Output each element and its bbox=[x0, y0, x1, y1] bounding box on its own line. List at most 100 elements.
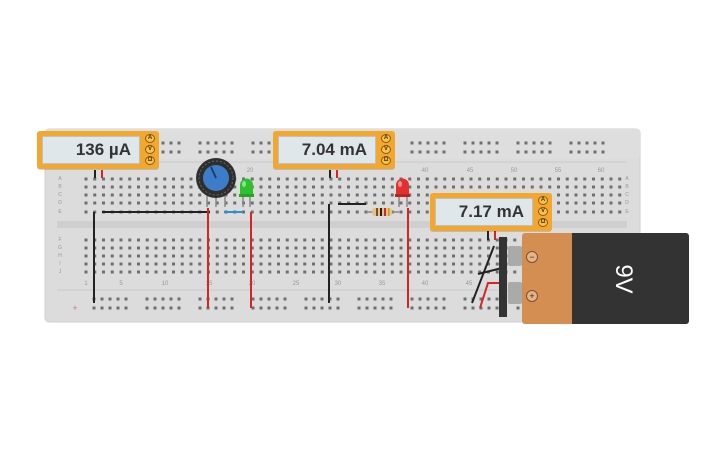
breadboard-hole[interactable] bbox=[110, 201, 114, 205]
breadboard-hole[interactable] bbox=[119, 238, 123, 242]
breadboard-hole[interactable] bbox=[84, 246, 88, 250]
breadboard-hole[interactable] bbox=[495, 150, 499, 154]
breadboard-hole[interactable] bbox=[303, 177, 307, 181]
breadboard-hole[interactable] bbox=[250, 201, 254, 205]
mode-ammeter-knob[interactable]: A bbox=[145, 134, 155, 143]
breadboard-hole[interactable] bbox=[233, 270, 237, 274]
breadboard-hole[interactable] bbox=[84, 238, 88, 242]
breadboard-hole[interactable] bbox=[373, 193, 377, 197]
breadboard-hole[interactable] bbox=[163, 193, 167, 197]
breadboard-hole[interactable] bbox=[259, 246, 263, 250]
breadboard-hole[interactable] bbox=[128, 270, 132, 274]
breadboard-hole[interactable] bbox=[180, 270, 184, 274]
breadboard-hole[interactable] bbox=[381, 306, 385, 310]
breadboard-hole[interactable] bbox=[277, 177, 280, 181]
breadboard-hole[interactable] bbox=[320, 201, 324, 205]
breadboard-hole[interactable] bbox=[320, 246, 324, 250]
mode-ohmmeter-knob[interactable]: Ω bbox=[145, 156, 155, 165]
breadboard-hole[interactable] bbox=[365, 297, 369, 301]
breadboard-hole[interactable] bbox=[382, 193, 385, 197]
breadboard-hole[interactable] bbox=[574, 185, 578, 189]
breadboard-hole[interactable] bbox=[425, 270, 429, 274]
breadboard-hole[interactable] bbox=[408, 254, 412, 258]
breadboard-hole[interactable] bbox=[161, 297, 165, 301]
breadboard-hole[interactable] bbox=[84, 177, 88, 181]
breadboard-hole[interactable] bbox=[198, 238, 202, 242]
breadboard-hole[interactable] bbox=[373, 238, 377, 242]
breadboard-hole[interactable] bbox=[347, 193, 350, 197]
breadboard-hole[interactable] bbox=[320, 254, 324, 258]
breadboard-hole[interactable] bbox=[487, 150, 491, 154]
breadboard-hole[interactable] bbox=[154, 193, 158, 197]
breadboard-hole[interactable] bbox=[565, 193, 569, 197]
multimeter-icon[interactable]: 7.17 mA A V Ω bbox=[430, 193, 552, 231]
breadboard-hole[interactable] bbox=[251, 141, 255, 145]
breadboard-hole[interactable] bbox=[189, 238, 193, 242]
breadboard-hole[interactable] bbox=[471, 306, 475, 310]
breadboard-hole[interactable] bbox=[102, 185, 105, 189]
breadboard-hole[interactable] bbox=[312, 262, 315, 266]
breadboard-hole[interactable] bbox=[222, 141, 226, 145]
breadboard-hole[interactable] bbox=[495, 270, 499, 274]
breadboard-hole[interactable] bbox=[364, 262, 368, 266]
wires[interactable] bbox=[93, 170, 506, 309]
breadboard-hole[interactable] bbox=[338, 262, 342, 266]
breadboard-hole[interactable] bbox=[592, 185, 595, 189]
breadboard-hole[interactable] bbox=[312, 254, 315, 258]
breadboard-hole[interactable] bbox=[145, 246, 149, 250]
breadboard-hole[interactable] bbox=[277, 210, 280, 214]
breadboard-hole[interactable] bbox=[268, 185, 272, 189]
breadboard-hole[interactable] bbox=[364, 185, 368, 189]
breadboard-hole[interactable] bbox=[92, 306, 96, 310]
breadboard-hole[interactable] bbox=[222, 297, 226, 301]
breadboard-hole[interactable] bbox=[275, 297, 279, 301]
breadboard-hole[interactable] bbox=[487, 306, 491, 310]
breadboard-hole[interactable] bbox=[224, 262, 228, 266]
breadboard-hole[interactable] bbox=[172, 177, 175, 181]
breadboard-hole[interactable] bbox=[172, 246, 175, 250]
breadboard-hole[interactable] bbox=[522, 177, 525, 181]
breadboard-hole[interactable] bbox=[214, 297, 218, 301]
breadboard-hole[interactable] bbox=[110, 262, 114, 266]
breadboard-hole[interactable] bbox=[329, 238, 333, 242]
breadboard-hole[interactable] bbox=[365, 306, 369, 310]
breadboard-hole[interactable] bbox=[574, 210, 578, 214]
breadboard-hole[interactable] bbox=[557, 210, 560, 214]
breadboard-hole[interactable] bbox=[592, 193, 595, 197]
breadboard-hole[interactable] bbox=[84, 254, 88, 258]
breadboard-hole[interactable] bbox=[251, 150, 255, 154]
breadboard-hole[interactable] bbox=[312, 297, 316, 301]
breadboard-hole[interactable] bbox=[478, 254, 482, 258]
breadboard-hole[interactable] bbox=[224, 270, 228, 274]
breadboard-hole[interactable] bbox=[390, 201, 394, 205]
breadboard-hole[interactable] bbox=[583, 210, 587, 214]
breadboard-hole[interactable] bbox=[207, 201, 210, 205]
breadboard-hole[interactable] bbox=[102, 254, 105, 258]
breadboard-hole[interactable] bbox=[312, 185, 315, 189]
breadboard-hole[interactable] bbox=[609, 201, 613, 205]
breadboard-hole[interactable] bbox=[93, 201, 97, 205]
breadboard-hole[interactable] bbox=[417, 201, 420, 205]
breadboard-hole[interactable] bbox=[355, 210, 359, 214]
breadboard-hole[interactable] bbox=[460, 238, 464, 242]
breadboard-hole[interactable] bbox=[469, 262, 473, 266]
breadboard-hole[interactable] bbox=[259, 210, 263, 214]
breadboard-hole[interactable] bbox=[390, 193, 394, 197]
breadboard-hole[interactable] bbox=[163, 246, 167, 250]
breadboard-hole[interactable] bbox=[259, 201, 263, 205]
mode-ammeter-knob[interactable]: A bbox=[538, 196, 548, 205]
breadboard-hole[interactable] bbox=[189, 201, 193, 205]
breadboard-hole[interactable] bbox=[373, 297, 377, 301]
breadboard-hole[interactable] bbox=[355, 254, 359, 258]
breadboard-hole[interactable] bbox=[618, 193, 622, 197]
breadboard-hole[interactable] bbox=[294, 254, 298, 258]
breadboard-hole[interactable] bbox=[198, 193, 202, 197]
breadboard-hole[interactable] bbox=[592, 201, 595, 205]
breadboard-hole[interactable] bbox=[417, 254, 420, 258]
breadboard-hole[interactable] bbox=[277, 270, 280, 274]
breadboard-hole[interactable] bbox=[399, 254, 403, 258]
breadboard-hole[interactable] bbox=[434, 254, 438, 258]
breadboard-hole[interactable] bbox=[163, 177, 167, 181]
breadboard-hole[interactable] bbox=[259, 150, 263, 154]
breadboard-hole[interactable] bbox=[100, 306, 104, 310]
